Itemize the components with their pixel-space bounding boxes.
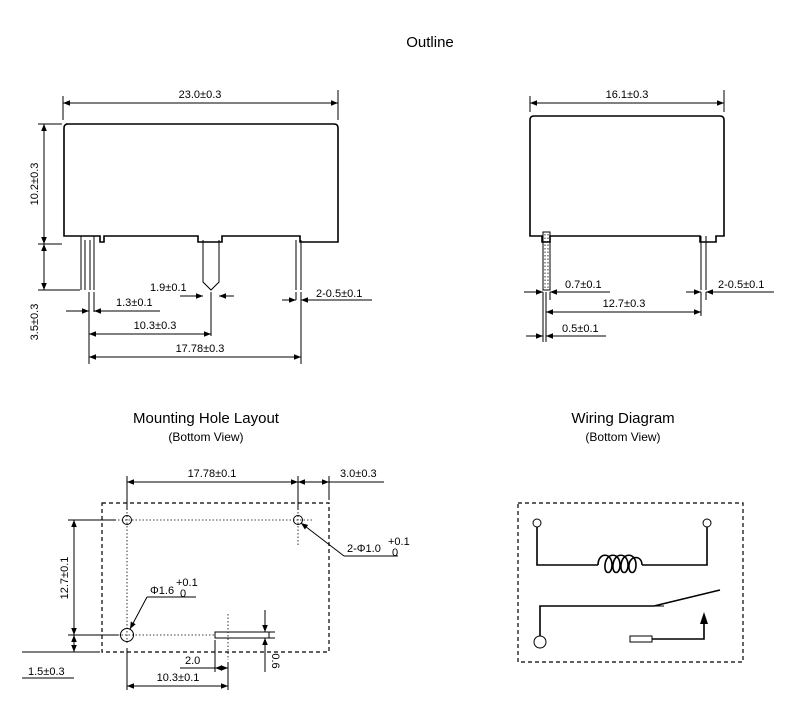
large-hole-tol-bottom: 0 [180,588,186,600]
hole-edge-x-label: 3.0±0.3 [340,468,377,480]
slot-width-label: 0.6 [269,653,281,668]
coil-terminal-right [702,518,712,528]
mounting-outline [101,502,330,653]
front-pin-width-a-label: 1.9±0.1 [150,282,187,294]
common-terminal [533,635,547,649]
wiring-diagram [517,502,744,663]
hole-edge-y-label: 1.5±0.3 [28,666,65,678]
wiring-subtitle: (Bottom View) [585,430,660,444]
small-hole-tol-top: +0.1 [388,536,410,548]
no-contact [629,635,653,643]
hole-pitch-y-label: 12.7±0.1 [59,557,71,600]
front-pin-pitch-b-label: 17.78±0.3 [176,343,225,355]
side-pin-width-label: 2-0.5±0.1 [718,279,764,291]
front-pin-pitch-a-label: 10.3±0.3 [134,320,177,332]
slot-length-label: 2.0 [185,655,200,667]
slot-offset-label: 10.3±0.1 [157,672,200,684]
hole-pitch-x-label: 17.78±0.1 [188,468,237,480]
small-hole-tol-bottom: 0 [392,547,398,559]
coil-terminal-left [532,518,542,528]
small-hole-top-left [122,515,132,525]
front-view: 23.0±0.3 10.2±0.3 3.5±0.3 1.9±0.1 1.3±0.… [29,89,372,364]
wiring-outline [517,502,744,663]
outline-title: Outline [406,34,454,51]
side-pin-right [700,236,707,290]
front-pin-right [295,240,302,290]
side-pin-thickness-b-label: 0.5±0.1 [562,323,599,335]
large-hole [120,628,134,642]
front-body [63,123,339,243]
front-length-label: 23.0±0.3 [179,89,222,101]
front-pin-middle [202,240,220,291]
front-pin-offset-label: 1.3±0.1 [116,297,153,309]
side-pin-left [542,231,551,291]
mounting-subtitle: (Bottom View) [168,430,243,444]
side-pin-thickness-a-label: 0.7±0.1 [565,279,602,291]
large-hole-tol-top: +0.1 [176,577,198,589]
mounting-hole-layout: 17.78±0.1 3.0±0.3 2-Φ1.0 +0.1 0 12.7±0.1… [22,468,410,690]
side-view: 16.1±0.3 0.7±0.1 2-0.5±0.1 12.7±0.3 0.5±… [524,89,774,342]
front-pin-width-b-label: 2-0.5±0.1 [316,288,362,300]
small-hole-top-right [293,515,303,525]
slot [214,631,270,639]
large-hole-spec-label: Φ1.6 [150,585,174,597]
front-height-label: 10.2±0.3 [29,163,41,206]
side-width-label: 16.1±0.3 [606,89,649,101]
side-pin-pitch-label: 12.7±0.3 [603,298,646,310]
coil-icon [597,554,643,574]
small-hole-spec-label: 2-Φ1.0 [347,543,381,555]
front-pin-length-label: 3.5±0.3 [29,304,41,341]
side-body [529,115,725,243]
mounting-title: Mounting Hole Layout [133,410,280,427]
wiring-title: Wiring Diagram [571,410,674,427]
front-pin-left [80,236,95,290]
